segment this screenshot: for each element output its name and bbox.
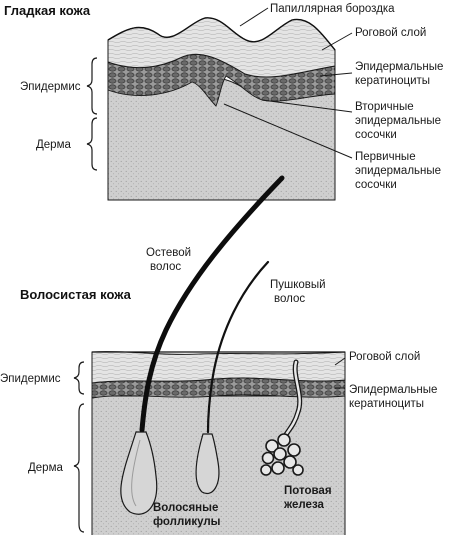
primary-papillae-label-3: сосочки — [355, 179, 397, 191]
hairy-keratinocytes-label-2: кератиноциты — [349, 398, 424, 410]
smooth-skin-block — [107, 17, 336, 201]
follicles-label-2: фолликулы — [153, 516, 221, 528]
vellus-hair-label-2: волос — [274, 293, 305, 305]
axial-hair-label-1: Остевой — [146, 247, 191, 259]
sweat-gland-label-2: железа — [283, 499, 325, 511]
hairy-leader-lines — [334, 357, 346, 389]
smooth-keratinocytes-label-1: Эпидермальные — [355, 61, 443, 73]
axial-hair-label-2: волос — [150, 261, 181, 273]
smooth-keratinocytes-label-2: кератиноциты — [355, 75, 430, 87]
vellus-hair — [195, 260, 270, 495]
vellus-hair-label-1: Пушковый — [270, 279, 326, 291]
hairy-stratum-corneum-label: Роговой слой — [349, 351, 420, 363]
axial-hair-follicle — [120, 431, 158, 515]
smooth-stratum-corneum-label: Роговой слой — [355, 27, 426, 39]
sweat-gland — [260, 359, 304, 476]
smooth-dermis-label: Дерма — [36, 139, 71, 151]
smooth-braces — [86, 57, 98, 171]
hairy-horny-layer — [91, 351, 346, 384]
hairy-skin-title: Волосистая кожа — [20, 287, 132, 302]
sweat-gland-coil — [260, 433, 304, 476]
papillary-groove-label: Папиллярная бороздка — [270, 3, 395, 15]
vellus-hair-follicle — [195, 433, 220, 495]
primary-papillae-label-2: эпидермальные — [355, 165, 441, 177]
primary-papillae-label-1: Первичные — [355, 151, 416, 163]
smooth-leader-lines — [223, 7, 353, 159]
hairy-epidermis-label: Эпидермис — [0, 373, 61, 385]
axial-hair — [120, 175, 285, 515]
smooth-skin-title: Гладкая кожа — [4, 3, 91, 18]
secondary-papillae-label-2: эпидермальные — [355, 115, 441, 127]
hairy-keratinocytes-label-1: Эпидермальные — [349, 384, 437, 396]
secondary-papillae-label-1: Вторичные — [355, 101, 414, 113]
secondary-papillae-label-3: сосочки — [355, 129, 397, 141]
follicles-label-1: Волосяные — [153, 502, 218, 514]
sweat-gland-label-1: Потовая — [284, 485, 332, 497]
hairy-braces — [73, 361, 85, 533]
smooth-epidermis-label: Эпидермис — [20, 81, 81, 93]
hairy-dermis-label: Дерма — [28, 462, 63, 474]
